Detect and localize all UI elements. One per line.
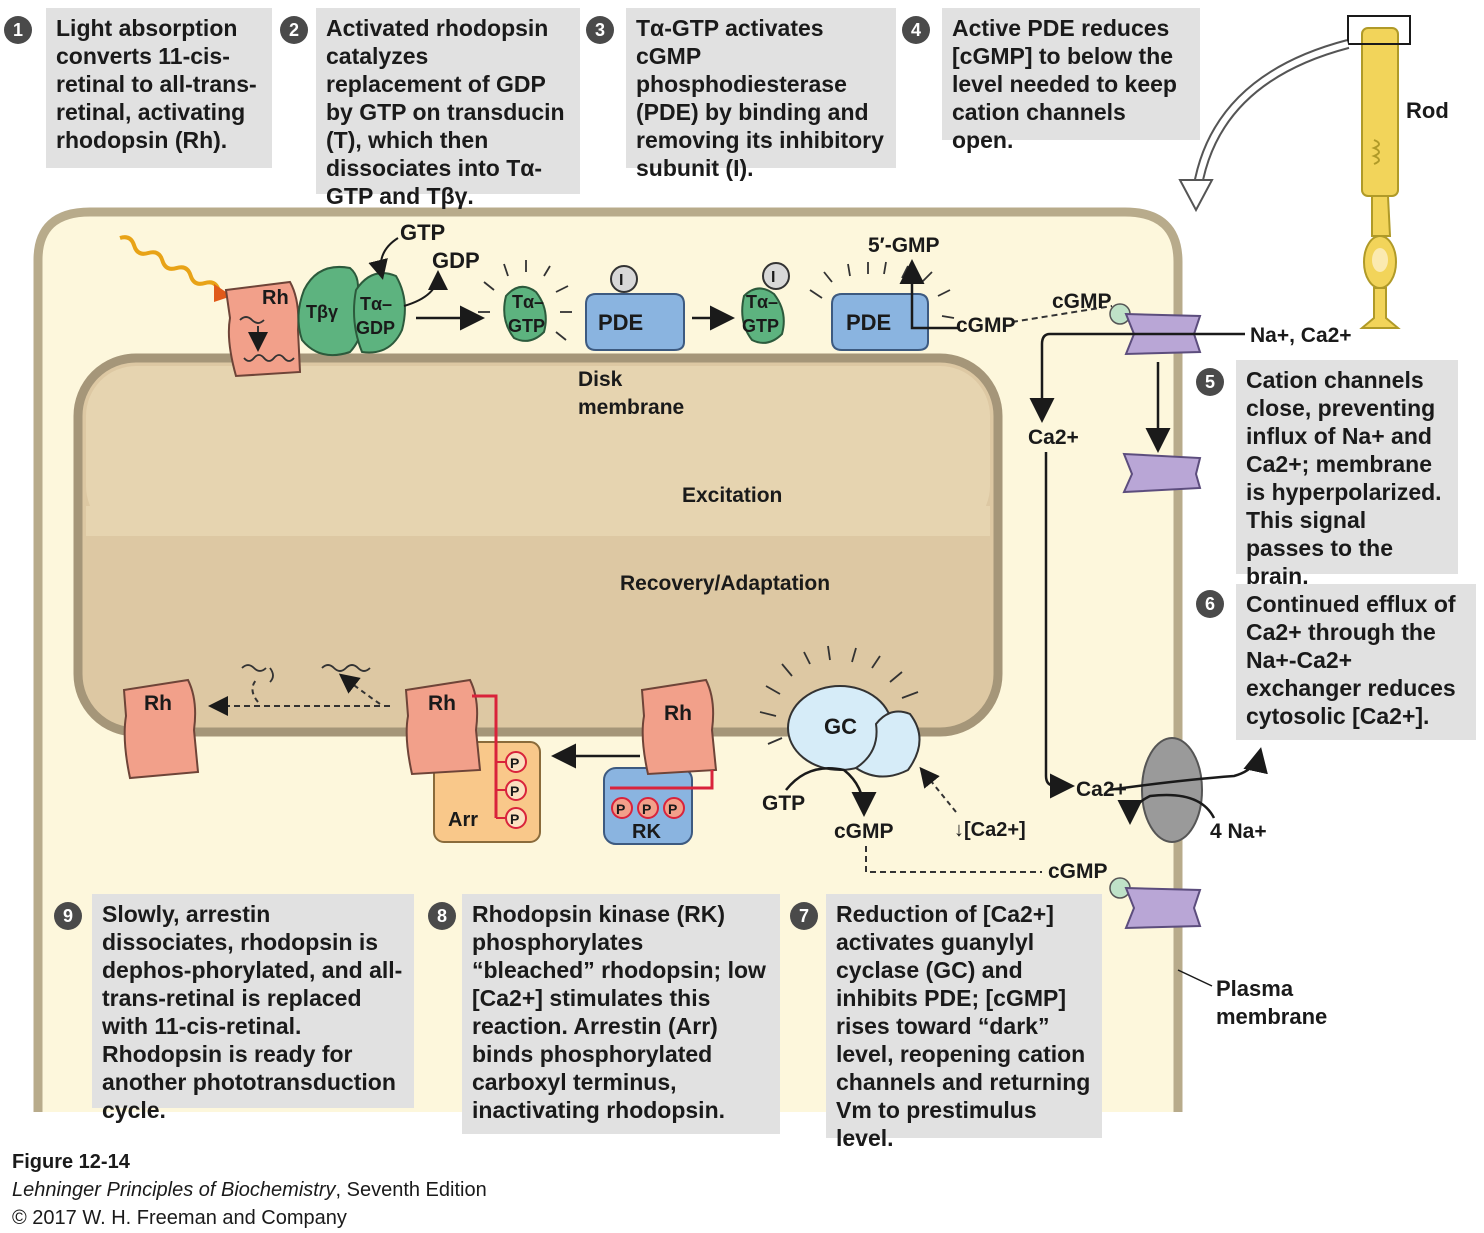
disk-excitation-zone bbox=[86, 366, 990, 536]
label-gtp-2: GTP bbox=[508, 316, 545, 336]
label-rh-arr: Rh bbox=[428, 692, 456, 715]
pde-inactive bbox=[585, 293, 685, 351]
na-ca-exchanger bbox=[1141, 737, 1203, 843]
label-gtp-in: GTP bbox=[400, 220, 445, 245]
label-p-5: P bbox=[510, 783, 519, 799]
label-p-2: P bbox=[642, 801, 651, 817]
label-4-na: 4 Na+ bbox=[1210, 820, 1267, 843]
step-8-number: 8 bbox=[428, 902, 456, 930]
step-3-number: 3 bbox=[586, 16, 614, 44]
label-plasma-membrane-2: membrane bbox=[1216, 1004, 1327, 1029]
step-4-number: 4 bbox=[902, 16, 930, 44]
step-4-text: Active PDE reduces [cGMP] to below the l… bbox=[942, 8, 1200, 153]
label-excitation: Excitation bbox=[682, 484, 782, 507]
light-ray bbox=[119, 235, 221, 292]
label-cgmp-3: cGMP bbox=[1048, 860, 1108, 883]
label-rh-recovered: Rh bbox=[144, 692, 172, 715]
label-5gmp: 5′-GMP bbox=[868, 234, 940, 257]
label-gdp-out: GDP bbox=[432, 248, 480, 273]
transducin-alpha-gtp-with-i bbox=[741, 287, 785, 344]
label-p-1: P bbox=[616, 801, 625, 817]
step-9-text: Slowly, arrestin dissociates, rhodopsin … bbox=[92, 894, 414, 1123]
step-2-text: Activated rhodopsin catalyzes replacemen… bbox=[316, 8, 580, 209]
rhodopsin-recovered bbox=[122, 678, 200, 780]
label-t-alpha-1: Tα– bbox=[360, 294, 392, 314]
label-cgmp-1: cGMP bbox=[956, 314, 1016, 337]
step-1-number: 1 bbox=[4, 16, 32, 44]
rhodopsin-phosphorylated bbox=[404, 678, 482, 776]
book-edition: , Seventh Edition bbox=[335, 1179, 487, 1201]
rod-zoom-box bbox=[1347, 15, 1411, 45]
book-title: Lehninger Principles of Biochemistry bbox=[12, 1179, 336, 1201]
retinal-all-trans bbox=[321, 664, 371, 672]
figure-copyright: © 2017 W. H. Freeman and Company bbox=[12, 1207, 347, 1229]
step-3-text: Tα-GTP activates cGMP phosphodiesterase … bbox=[626, 8, 896, 181]
label-arr: Arr bbox=[448, 809, 478, 831]
step-7-number: 7 bbox=[790, 902, 818, 930]
label-rk: RK bbox=[632, 821, 661, 843]
transducin-alpha-gtp bbox=[503, 285, 547, 342]
figure-source: Lehninger Principles of Biochemistry, Se… bbox=[12, 1176, 487, 1204]
pde-active bbox=[831, 293, 929, 351]
label-recovery: Recovery/Adaptation bbox=[620, 572, 830, 595]
pde-inhibitory-subunit bbox=[610, 265, 638, 293]
rod-cell-icon bbox=[1359, 27, 1401, 329]
label-cgmp-2: cGMP bbox=[1052, 290, 1112, 313]
label-na-ca: Na+, Ca2+ bbox=[1250, 324, 1352, 347]
label-plasma-membrane-1: Plasma bbox=[1216, 976, 1294, 1001]
retinal-11-cis bbox=[241, 664, 274, 683]
phosphate-groups-rk bbox=[611, 797, 685, 819]
label-p-3: P bbox=[668, 801, 677, 817]
step-1-text: Light absorption converts 11-cis-retinal… bbox=[46, 8, 272, 168]
label-rh-rk: Rh bbox=[664, 702, 692, 725]
label-i-1: I bbox=[619, 272, 623, 289]
label-rh-top: Rh bbox=[262, 287, 289, 309]
label-ca-2: Ca2+ bbox=[1076, 778, 1127, 801]
label-i-2: I bbox=[771, 269, 775, 286]
label-t-alpha-3: Tα– bbox=[746, 292, 778, 312]
step-6-text: Continued efflux of Ca2+ through the Na+… bbox=[1236, 584, 1476, 740]
step-5-number: 5 bbox=[1196, 368, 1224, 396]
label-pde-2: PDE bbox=[846, 310, 891, 335]
cation-channel-reopened bbox=[1109, 877, 1202, 930]
step-2-number: 2 bbox=[280, 16, 308, 44]
figure-title: Figure 12-14 bbox=[12, 1151, 130, 1173]
label-gtp-3: GTP bbox=[742, 316, 779, 336]
activation-rays-gc bbox=[759, 645, 919, 745]
label-pde-1: PDE bbox=[598, 310, 643, 335]
label-low-ca: ↓[Ca2+] bbox=[954, 819, 1026, 841]
label-t-beta-gamma: Tβγ bbox=[306, 302, 338, 322]
label-gtp-gc: GTP bbox=[762, 792, 805, 815]
step-6-number: 6 bbox=[1196, 590, 1224, 618]
step-5-text: Cation channels close, preventing influx… bbox=[1236, 360, 1458, 589]
label-p-4: P bbox=[510, 755, 519, 771]
cation-channel-closed bbox=[1122, 452, 1202, 494]
label-disk-membrane-2: membrane bbox=[578, 396, 684, 419]
label-rod: Rod bbox=[1406, 98, 1449, 123]
label-t-alpha-2: Tα– bbox=[512, 292, 544, 312]
step-7-text: Reduction of [Ca2+] activates guanylyl c… bbox=[826, 894, 1102, 1151]
label-p-6: P bbox=[510, 811, 519, 827]
step-8-text: Rhodopsin kinase (RK) phosphorylates “bl… bbox=[462, 894, 780, 1134]
label-ca-1: Ca2+ bbox=[1028, 426, 1079, 449]
label-disk-membrane-1: Disk bbox=[578, 368, 623, 391]
activation-rays-1 bbox=[478, 260, 572, 341]
label-gdp-bound: GDP bbox=[356, 318, 395, 338]
rhodopsin-active bbox=[224, 280, 302, 378]
guanylyl-cyclase bbox=[787, 685, 921, 778]
label-cgmp-gc: cGMP bbox=[834, 820, 894, 843]
label-gc: GC bbox=[824, 714, 857, 739]
step-9-number: 9 bbox=[54, 902, 82, 930]
rhodopsin-bleached bbox=[640, 678, 718, 776]
